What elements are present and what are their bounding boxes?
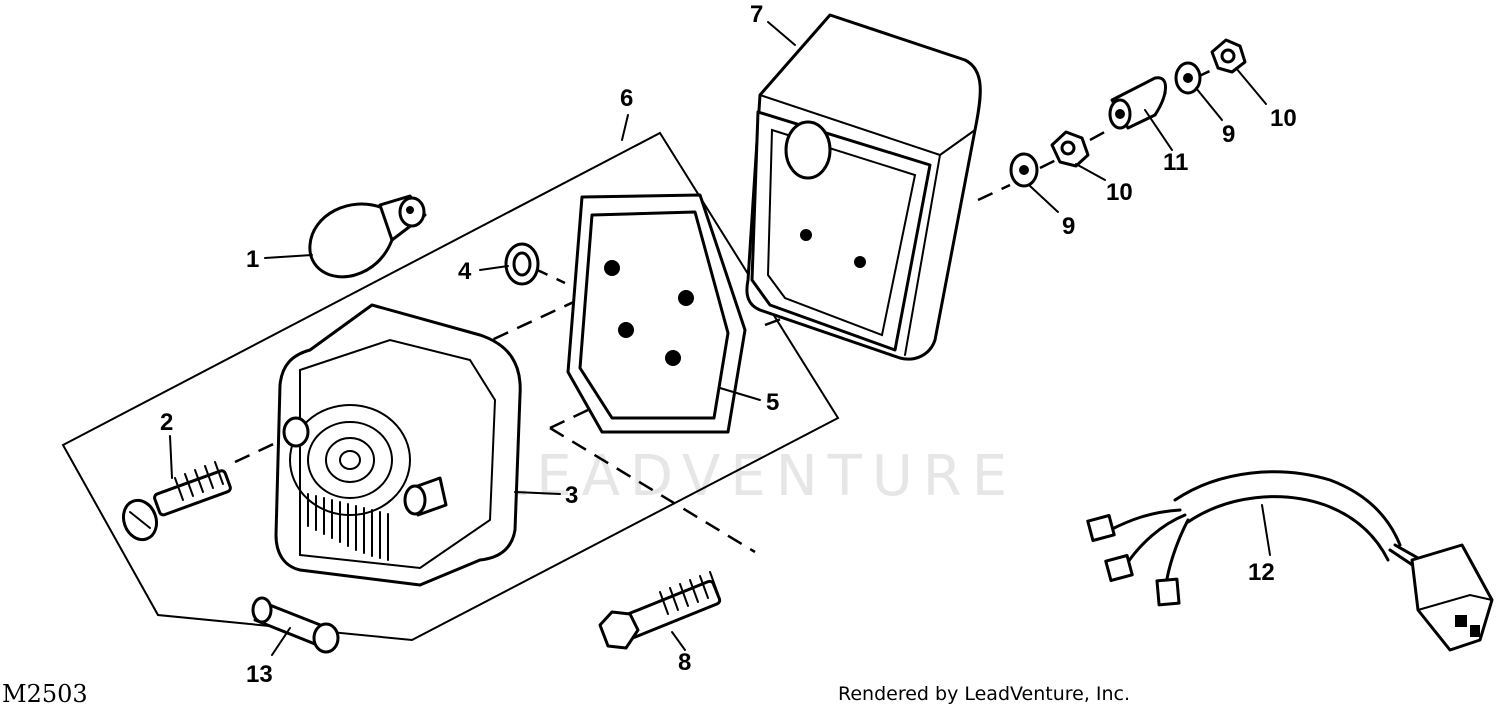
bulb-part xyxy=(308,194,427,279)
lamp-housing-part xyxy=(274,303,522,587)
figure-id: M2503 xyxy=(2,680,88,708)
render-credit: Rendered by LeadVenture, Inc. xyxy=(838,683,1130,705)
gasket-part xyxy=(566,193,747,434)
back-housing-part xyxy=(745,13,982,361)
lens-ribs xyxy=(299,491,389,561)
nut-part-10a xyxy=(1050,130,1090,168)
leader-lines xyxy=(169,21,1271,656)
callout-3: 3 xyxy=(565,482,578,509)
callout-7: 7 xyxy=(750,1,763,28)
callout-10-upper: 10 xyxy=(1270,105,1297,132)
callout-5: 5 xyxy=(766,389,779,416)
wiring-harness-part xyxy=(1086,470,1494,652)
callout-8: 8 xyxy=(678,649,691,676)
nut-part-10b xyxy=(1210,38,1247,74)
callout-13: 13 xyxy=(246,661,273,688)
callout-9-upper: 9 xyxy=(1222,121,1235,148)
plug-part xyxy=(251,596,340,654)
callout-11: 11 xyxy=(1163,149,1188,176)
bolt-part xyxy=(598,571,722,650)
callout-12: 12 xyxy=(1248,559,1275,586)
callout-10-lower: 10 xyxy=(1106,179,1133,206)
bolt-threads xyxy=(659,571,719,615)
screw-threads-2 xyxy=(174,461,224,501)
callout-9-lower: 9 xyxy=(1062,213,1075,240)
callout-2: 2 xyxy=(160,409,173,436)
washer-part-9b xyxy=(1174,61,1202,95)
watermark: LEADVENTURE xyxy=(495,444,1017,509)
grommet-part xyxy=(504,242,540,286)
screw-part-2 xyxy=(121,461,232,542)
spacer-part xyxy=(1108,76,1167,130)
callout-4: 4 xyxy=(458,258,472,285)
washer-part-9a xyxy=(1009,152,1039,188)
callout-6: 6 xyxy=(620,85,633,112)
callout-1: 1 xyxy=(246,246,259,273)
